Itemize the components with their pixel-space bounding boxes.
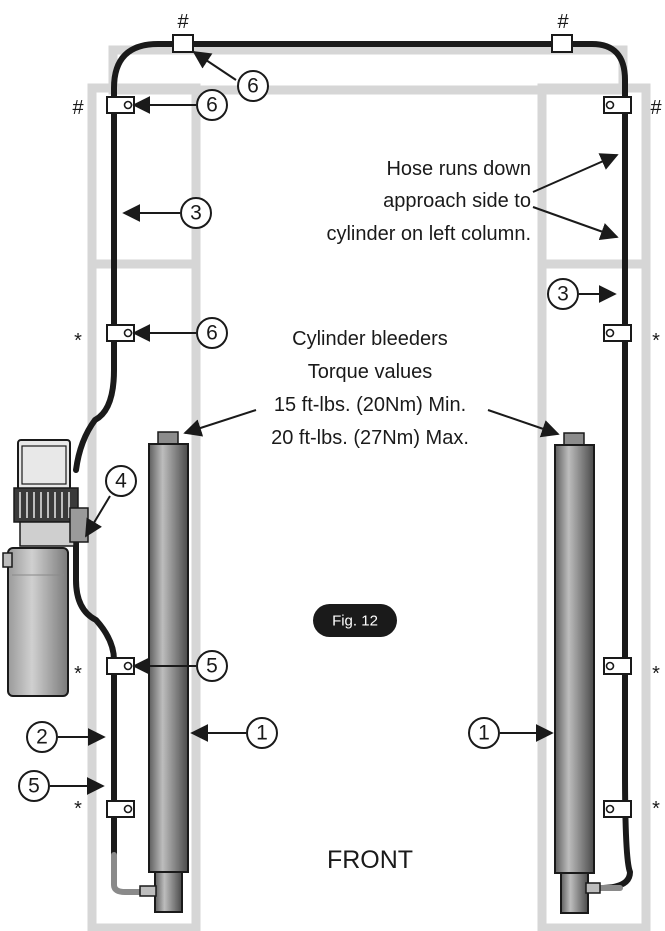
hose-clamp (603, 800, 632, 818)
svg-text:6: 6 (247, 75, 259, 98)
svg-text:6: 6 (206, 94, 218, 117)
hose-clamps (106, 34, 632, 818)
bleeder-torque-note: Cylinder bleeders Torque values 15 ft-lb… (271, 328, 469, 449)
front-label: FRONT (327, 846, 413, 874)
note-line: 15 ft-lbs. (20Nm) Min. (274, 394, 466, 416)
figure-badge: Fig. 12 (313, 604, 397, 637)
hose-clamp (106, 96, 135, 114)
note-line: Hose runs down (386, 158, 531, 180)
column-outlines (87, 45, 651, 931)
svg-text:3: 3 (557, 283, 569, 306)
hose-clamp (551, 34, 573, 53)
hydraulic-hose (73, 41, 633, 895)
note-line: cylinder on left column. (326, 223, 531, 245)
right-cylinder (554, 432, 601, 914)
hose-clamp (603, 324, 632, 342)
note-line: Torque values (308, 361, 433, 383)
svg-text:2: 2 (36, 726, 48, 749)
svg-text:5: 5 (206, 655, 218, 678)
callout-3-left: 3 (180, 197, 212, 229)
note-line: Cylinder bleeders (292, 328, 448, 350)
svg-text:1: 1 (256, 722, 268, 745)
figure-badge-label: Fig. 12 (332, 613, 378, 630)
hose-route-note: Hose runs down approach side to cylinder… (326, 158, 531, 245)
hose-clamp (106, 324, 135, 342)
callout-3-right: 3 (547, 278, 579, 310)
marker-star: * (74, 663, 82, 685)
svg-text:6: 6 (206, 322, 218, 345)
hose-clamp (172, 34, 194, 53)
callout-4: 4 (105, 465, 137, 497)
svg-text:1: 1 (478, 722, 490, 745)
marker-hash: # (557, 11, 569, 33)
marker-star: * (652, 330, 660, 352)
callout-1-left: 1 (246, 717, 278, 749)
note-line: approach side to (383, 190, 531, 212)
callout-6-mid: 6 (196, 317, 228, 349)
hose-clamp (106, 657, 135, 675)
hose-clamp (603, 96, 632, 114)
location-markers: # # # # * * * * * * (72, 11, 662, 820)
svg-text:5: 5 (28, 775, 40, 798)
note-line: 20 ft-lbs. (27Nm) Max. (271, 427, 469, 449)
power-unit (2, 439, 89, 697)
svg-text:3: 3 (190, 202, 202, 225)
hose-clamp (603, 657, 632, 675)
leader-arrows (50, 51, 619, 795)
callout-5-upper: 5 (196, 650, 228, 682)
callout-6-top: 6 (237, 70, 269, 102)
marker-hash: # (650, 97, 662, 119)
callout-1-right: 1 (468, 717, 500, 749)
svg-text:4: 4 (115, 470, 127, 493)
marker-star: * (74, 798, 82, 820)
marker-hash: # (72, 97, 84, 119)
marker-hash: # (177, 11, 189, 33)
hose-clamp (106, 800, 135, 818)
left-cylinder (139, 431, 189, 913)
callout-2: 2 (26, 721, 58, 753)
callout-6-upper: 6 (196, 89, 228, 121)
marker-star: * (652, 798, 660, 820)
callout-5-lower: 5 (18, 770, 50, 802)
marker-star: * (74, 330, 82, 352)
marker-star: * (652, 663, 660, 685)
